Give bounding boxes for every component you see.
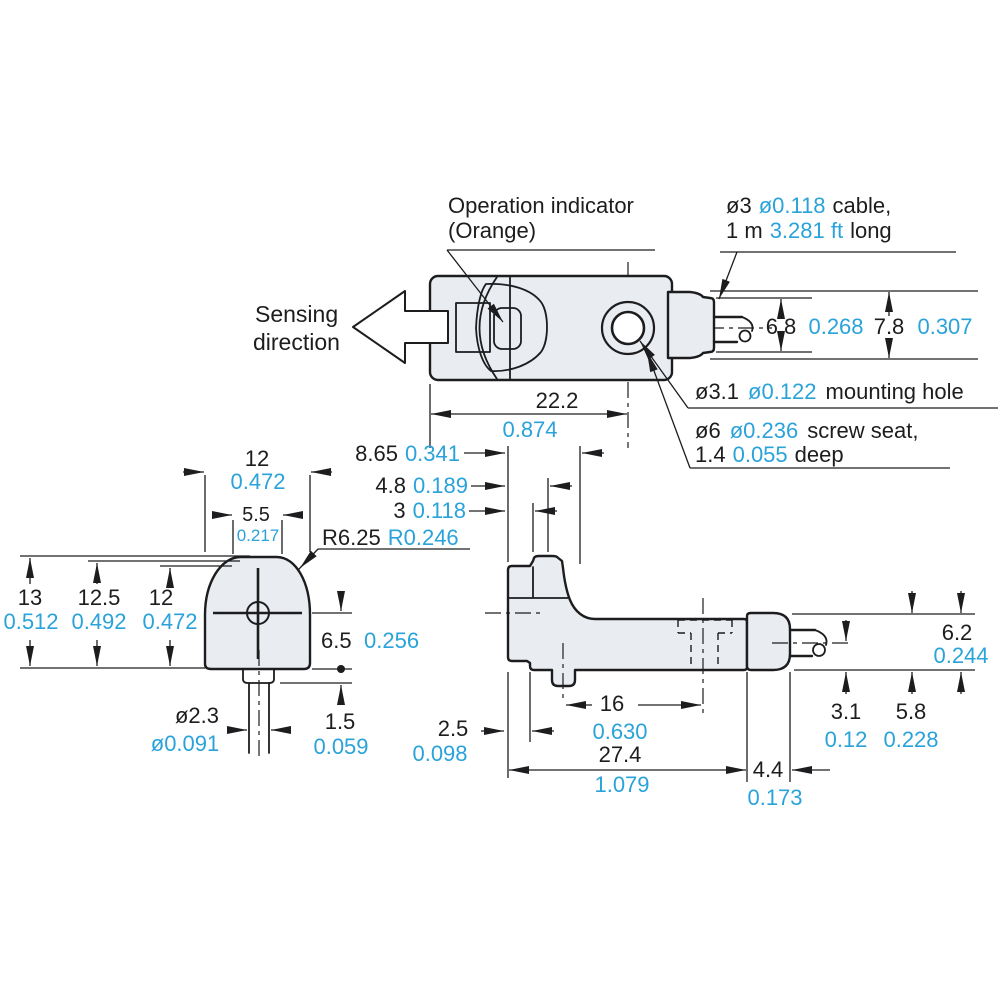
dim-inch: 0.098 — [412, 741, 467, 766]
dim-15-inch: 0.059 — [313, 734, 368, 759]
dim-mm: 2.5 — [438, 716, 469, 741]
dim-front-cable-d23: ø2.3 ø0.091 — [151, 703, 291, 756]
dim-mm: ø2.3 — [175, 703, 219, 728]
dim-125-inch: 0.492 — [71, 609, 126, 634]
dim-13-mm: 13 — [18, 585, 42, 610]
dim-78-mm: 7.8 — [874, 314, 905, 339]
dim-side-heights: 6.2 0.244 3.1 5.8 0.12 0.228 — [792, 591, 989, 752]
lens-base-arc — [478, 276, 498, 380]
dim-side-16: 16 0.630 — [566, 691, 701, 744]
side-cable-bushing — [745, 611, 792, 672]
cable-neck — [666, 290, 716, 360]
dim-front-65-15: 6.5 0.256 1.5 0.059 — [280, 591, 419, 759]
side-view-top-extensions — [507, 446, 581, 564]
dim-front-heights: 13 0.512 12.5 0.492 12 0.472 — [3, 555, 250, 669]
cable-break-circle — [738, 329, 752, 343]
operation-indicator-label-line2: (Orange) — [448, 218, 536, 243]
dim-mm: 5.5 — [242, 504, 270, 526]
cable-break-curve — [741, 316, 754, 332]
mounting-hole-circle — [610, 310, 646, 346]
dim-inch: 0.630 — [592, 719, 647, 744]
dim-side-25: 2.5 0.098 — [412, 672, 554, 766]
dim-inch: 0.217 — [237, 526, 280, 545]
radius-arrow — [299, 548, 319, 569]
dim-44-mm: 4.4 — [753, 757, 784, 782]
top-view — [408, 262, 772, 448]
dim-13-inch: 0.512 — [3, 609, 58, 634]
dim-mm: 16 — [600, 691, 624, 716]
dim-274-inch: 1.079 — [594, 772, 649, 797]
operation-indicator-window — [493, 307, 522, 350]
sensing-face-window — [455, 302, 491, 353]
dim-58-inch: 0.228 — [883, 727, 938, 752]
dim-front-width-55: 5.5 0.217 — [212, 504, 303, 554]
dim-side-274-44: 27.4 1.079 4.4 0.173 — [507, 672, 830, 810]
dim-62-inch: 0.244 — [933, 643, 988, 668]
operation-indicator-callout: Operation indicator (Orange) — [446, 193, 655, 323]
screw-seat-leader — [646, 351, 691, 469]
dim-inch: 0.874 — [502, 417, 557, 442]
operation-indicator-leader — [446, 249, 504, 323]
dim-body-length-22-2: 22.2 0.874 — [429, 384, 627, 448]
sensing-direction-label-line1: Sensing — [255, 301, 338, 327]
dim-dot — [337, 665, 345, 673]
sensing-direction-arrow-icon — [352, 290, 449, 364]
operation-indicator-label-line1: Operation indicator — [448, 193, 634, 218]
indicator-dome-outline — [475, 283, 548, 372]
dim-12-mm: 12 — [149, 585, 173, 610]
dim-mm: 12 — [245, 446, 269, 471]
dim-125-mm: 12.5 — [78, 585, 121, 610]
dim-mm: 22.2 — [536, 388, 579, 413]
dim-15-mm: 1.5 — [325, 709, 356, 734]
dim-58-mm: 5.8 — [896, 699, 927, 724]
dim-68-mm: 6.8 — [766, 314, 797, 339]
dim-neck-widths-68-78: 6.8 0.268 7.8 0.307 — [710, 290, 978, 360]
dim-inch: ø0.091 — [151, 731, 220, 756]
dim-44-inch: 0.173 — [747, 785, 802, 810]
dim-inch: 0.472 — [230, 469, 285, 494]
dim-68-inch: 0.268 — [808, 314, 863, 339]
sensing-direction-label-line2: direction — [253, 329, 340, 355]
front-view — [203, 555, 312, 760]
side-cable-break-circle — [812, 643, 826, 657]
side-view — [485, 554, 848, 716]
optical-center-circle — [246, 601, 270, 625]
dim-62-mm: 6.2 — [942, 620, 973, 645]
screw-seat-circle — [600, 300, 656, 356]
dim-274-mm: 27.4 — [599, 742, 642, 767]
dim-78-inch: 0.307 — [917, 314, 972, 339]
dim-31-mm: 3.1 — [831, 699, 862, 724]
dim-front-width-12: 12 0.472 — [183, 446, 332, 552]
dim-65-inch: 0.256 — [364, 628, 419, 653]
dim-31-inch: 0.12 — [825, 727, 868, 752]
dim-12-inch: 0.472 — [142, 609, 197, 634]
dim-65-mm: 6.5 — [321, 628, 352, 653]
sensing-direction: Sensing direction — [253, 290, 449, 364]
